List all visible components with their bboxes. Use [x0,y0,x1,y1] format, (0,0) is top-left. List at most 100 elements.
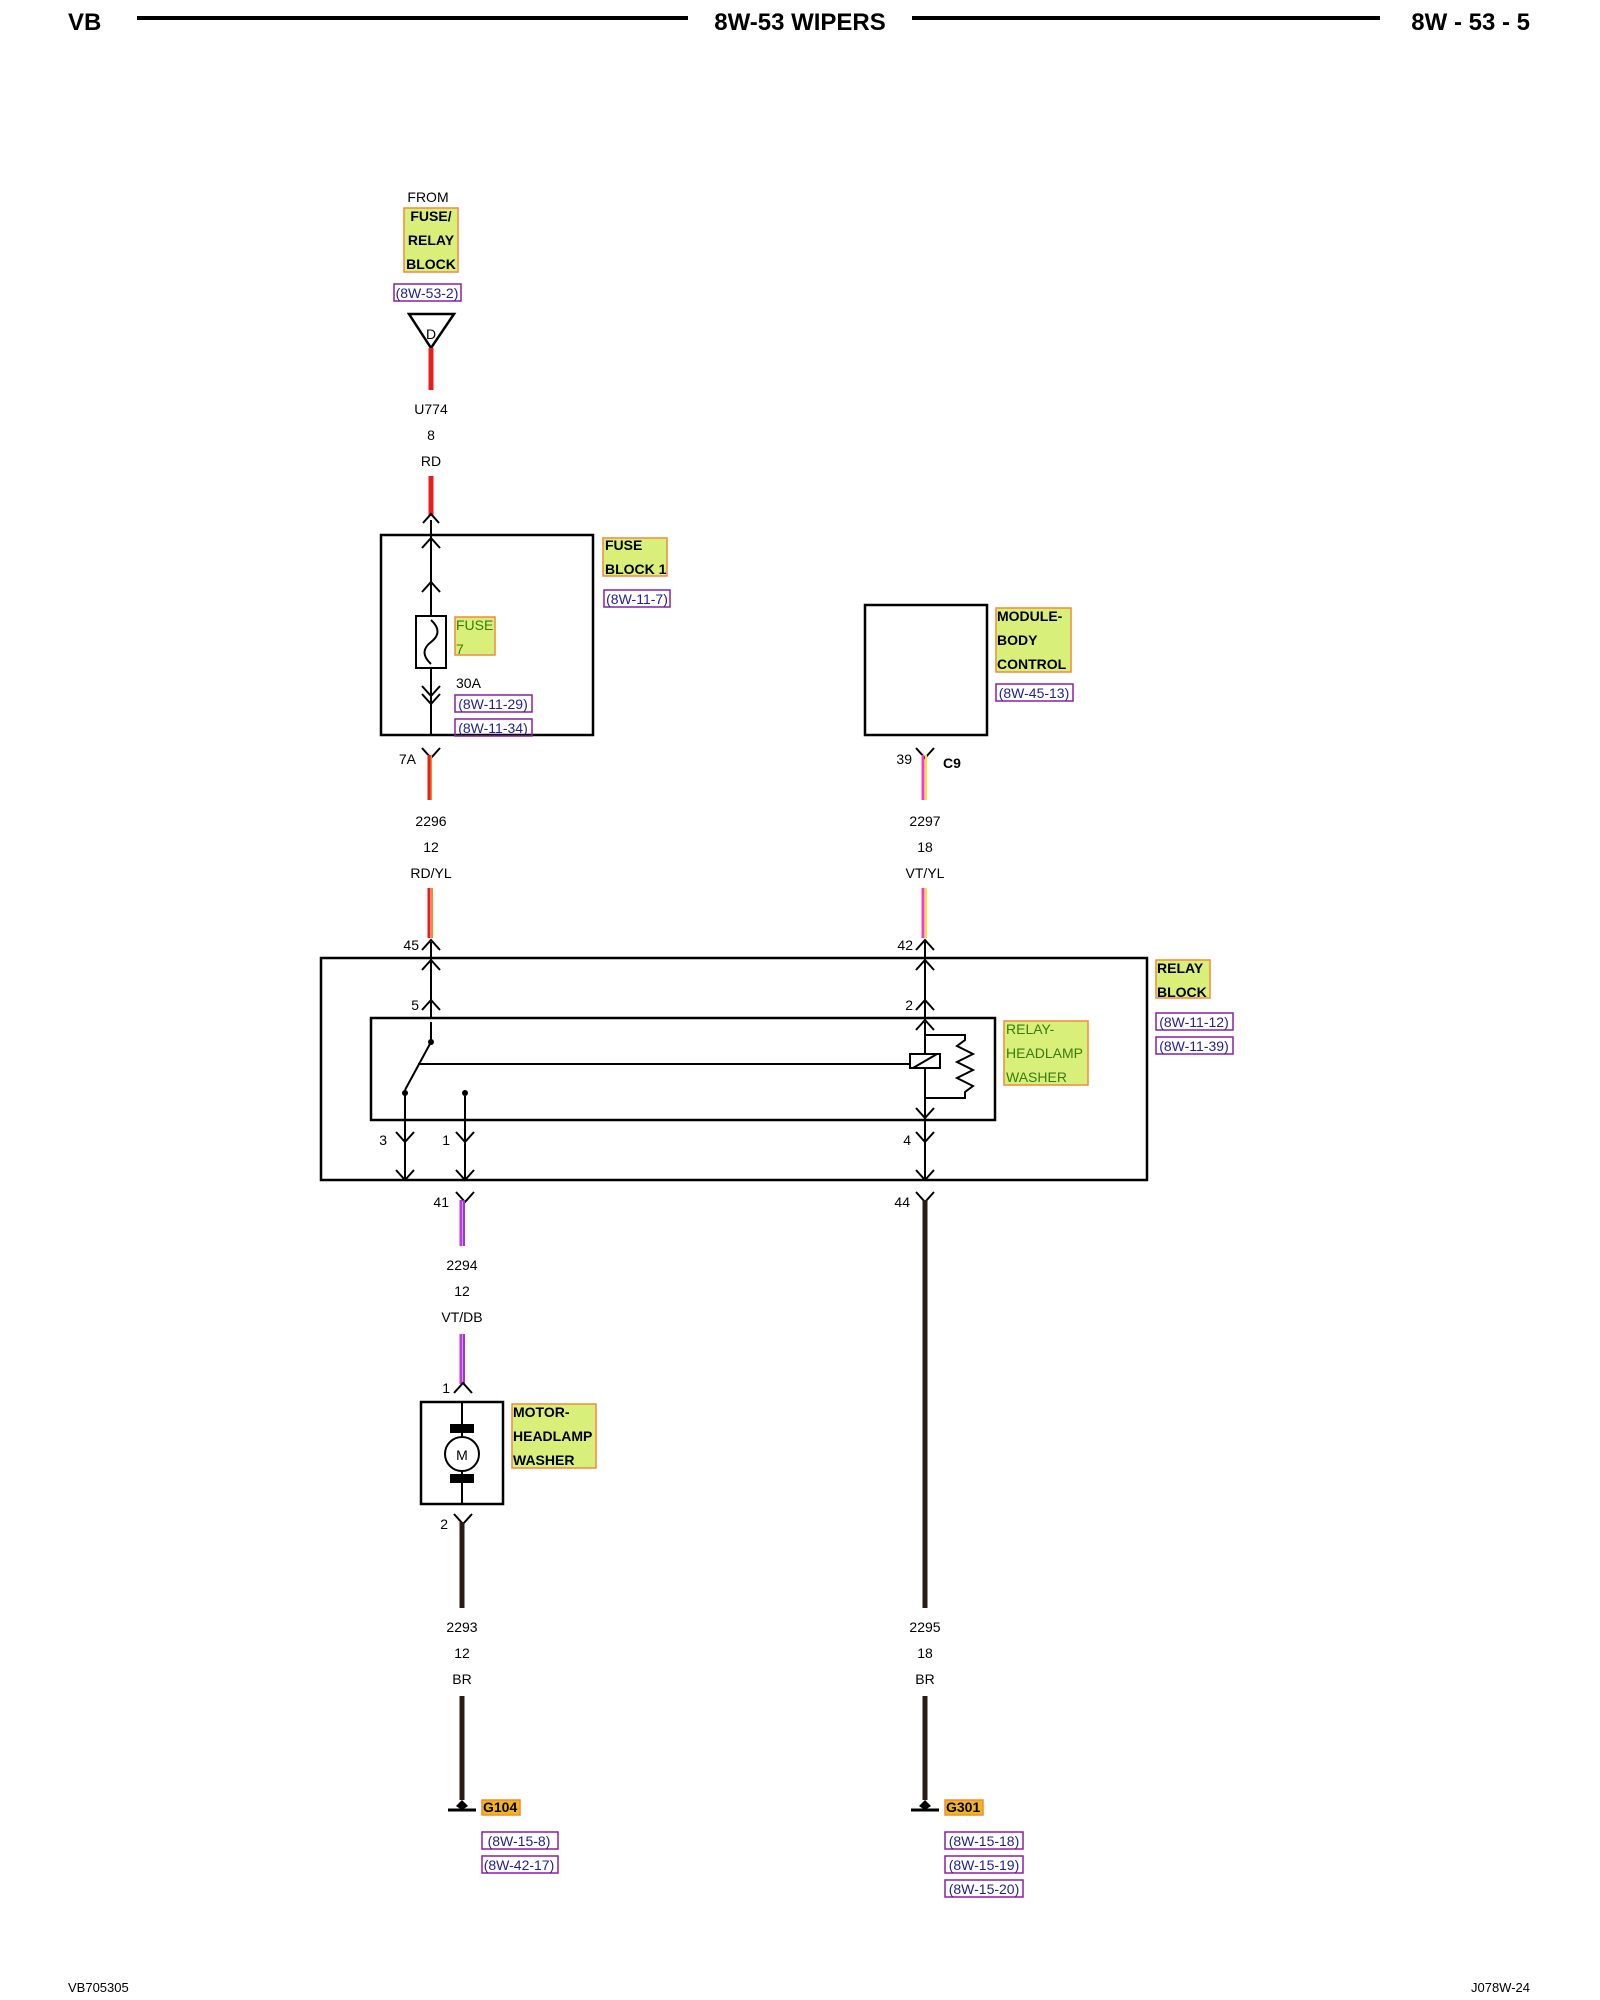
relay-block-ref-2-link[interactable]: (8W-11-39) [1159,1038,1229,1054]
source-connector-letter: D [426,326,436,342]
footer-left: VB705305 [68,1980,129,1995]
relay-pin-1-end-icon [455,1169,475,1182]
wire-2295-circuit: 2295 [909,1619,940,1635]
source-name-highlight [403,207,459,273]
fuse-ref-1-box[interactable] [454,694,533,713]
body-module-connector: C9 [943,755,961,771]
wire-2293: 2293 12 BR [446,1522,478,1800]
ground-g301-ref-1-box[interactable] [944,1831,1024,1850]
relay-pin-1-terminal-icon [455,1131,475,1144]
relay-block-pin-42: 42 [897,937,913,953]
ground-g301-ref-2-link[interactable]: (8W-15-19) [949,1857,1020,1873]
relay-pin-3-terminal-icon [395,1131,415,1144]
header-title: 8W-53 WIPERS [714,9,886,36]
relay-block-name-line-2: BLOCK [1157,984,1207,1000]
wire-2297-circuit: 2297 [909,813,940,829]
wire-2296: 2296 12 RD/YL [410,755,452,938]
body-module-pin: 39 [896,751,912,767]
fuse-block-ref-link[interactable]: (8W-11-7) [606,591,668,607]
relay-name-line-1: RELAY- [1006,1021,1055,1037]
body-module-outline [863,603,989,737]
ground-g301: G301 (8W-15-18) (8W-15-19) (8W-15-20) [911,1799,1024,1898]
wire-2293-gauge: 12 [454,1645,470,1661]
footer-right: J078W-24 [1471,1980,1530,1995]
relay-block-pin-45: 45 [403,937,419,953]
relay-pin-3: 3 [379,1132,387,1148]
wire-2297-color: VT/YL [906,865,945,881]
motor-pin-out: 2 [440,1516,448,1532]
relay-block: 45 42 RELAY BLOCK (8W-11-12) (8W-11-39) … [319,937,1234,1210]
source-wire-terminal-icon [422,512,440,524]
fuse-block-name-line-1: FUSE [605,537,642,553]
ground-g104: G104 (8W-15-8) (8W-42-17) [448,1799,559,1874]
source-ref-link[interactable]: (8W-53-2) [396,285,459,301]
ground-g301-ref-2-box[interactable] [944,1855,1024,1874]
relay-pin-1: 1 [442,1132,450,1148]
wire-2295-color: BR [915,1671,934,1687]
ground-g104-name: G104 [483,1799,517,1815]
fuse-ref-1-link[interactable]: (8W-11-29) [458,696,528,712]
wire-2297-gauge: 18 [917,839,933,855]
motor-name-highlight [511,1403,597,1469]
fuse-element-icon [423,619,439,665]
fuse-ref-2-box[interactable] [454,718,533,737]
ground-g104-ref-1-link[interactable]: (8W-15-8) [488,1833,551,1849]
motor-brush-top-icon [450,1424,474,1433]
fuse-name-line-2: 7 [456,641,464,657]
fuse-terminal-upper-icon [421,580,441,593]
relay-pin-2: 2 [905,997,913,1013]
motor-pin-in: 1 [442,1380,450,1396]
fuse-ref-2-link[interactable]: (8W-11-34) [458,720,528,736]
relay-block-pin-44: 44 [894,1194,910,1210]
relay-name-line-2: HEADLAMP [1006,1045,1083,1061]
source-from-label: FROM [407,189,448,205]
ground-g104-ref-1-box[interactable] [481,1831,559,1850]
relay-block-pin-45-terminal-icon [421,938,441,951]
body-module-name-line-1: MODULE- [997,608,1063,624]
source-connector-triangle-icon [406,312,457,351]
ground-g301-ref-3-box[interactable] [944,1879,1024,1898]
relay-switch-nc-contact-icon [402,1090,408,1096]
ground-g301-ref-3-link[interactable]: (8W-15-20) [949,1881,1020,1897]
wire-2294-gauge: 12 [454,1283,470,1299]
source-fuse-relay-block: FROM FUSE/ RELAY BLOCK (8W-53-2) D U774 … [393,189,462,524]
relay-pin-4-terminal-icon [915,1131,935,1144]
wire-2294-circuit: 2294 [446,1257,477,1273]
ground-g104-ref-2-box[interactable] [481,1855,559,1874]
header-left: VB [68,9,101,36]
relay-coil-slash-icon [912,1053,938,1069]
relay-block-ref-1-link[interactable]: (8W-11-12) [1159,1014,1229,1030]
motor-name-line-2: HEADLAMP [513,1428,592,1444]
relay-pin-3-end-icon [395,1169,415,1182]
relay-switch-arm-icon [404,1041,432,1091]
relay-block-internal-42-icon [915,958,935,971]
fuse-block-1: FUSE BLOCK 1 (8W-11-7) FUSE 7 30A (8W-11… [379,520,671,767]
relay-pin-4: 4 [903,1132,911,1148]
ground-g301-ref-1-link[interactable]: (8W-15-18) [949,1833,1020,1849]
ground-g104-ref-2-link[interactable]: (8W-42-17) [484,1857,555,1873]
body-module-ref-link[interactable]: (8W-45-13) [999,685,1070,701]
wire-2297: 2297 18 VT/YL [906,755,945,938]
header-page-number: 8W - 53 - 5 [1411,9,1530,36]
body-module-ref-box[interactable] [995,683,1074,702]
wire-2296-gauge: 12 [423,839,439,855]
fuse-rating: 30A [456,675,482,691]
body-module-name-highlight [995,607,1072,673]
motor-name-line-1: MOTOR- [513,1404,570,1420]
fuse-block-ref-box[interactable] [603,589,671,608]
wire-2296-color: RD/YL [410,865,451,881]
source-ref-box[interactable] [393,283,462,302]
ground-g104-name-highlight [481,1799,521,1816]
motor-icon [444,1436,480,1472]
motor-name-line-3: WASHER [513,1452,574,1468]
wire-2296-circuit: 2296 [415,813,446,829]
body-module-name-line-2: BODY [997,632,1038,648]
source-connector-id: U774 [414,401,448,417]
motor-symbol: M [456,1447,468,1463]
relay-block-ref-2-box[interactable] [1155,1036,1234,1055]
relay-block-outline [319,956,1149,1182]
relay-block-ref-1-box[interactable] [1155,1012,1234,1031]
fuse-block-name-line-2: BLOCK 1 [605,561,667,577]
fuse-terminal-lower-2-icon [421,693,441,706]
